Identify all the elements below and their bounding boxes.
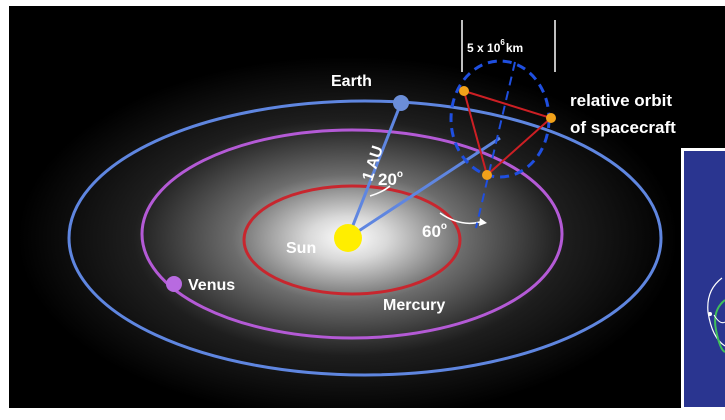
formation-normal-axis	[475, 61, 516, 229]
sun-formation-line	[347, 136, 501, 240]
earth-label: Earth	[331, 73, 372, 90]
venus-orbit	[140, 128, 564, 340]
sun-label: Sun	[286, 240, 316, 257]
sun	[334, 224, 362, 252]
scale-label: 5 x 106km	[467, 38, 523, 55]
tilt-arc-arrowhead	[479, 218, 487, 226]
sun-glow	[9, 6, 725, 408]
earth-orbit	[67, 99, 663, 377]
top-margin	[0, 0, 725, 6]
trailing-angle-arc	[369, 185, 391, 197]
spacecraft-3	[482, 170, 492, 180]
mercury-orbit	[242, 184, 462, 296]
venus-label: Venus	[188, 277, 235, 294]
spacecraft-2	[546, 113, 556, 123]
bottom-margin	[0, 408, 725, 415]
angle-20-label: 20o	[378, 169, 403, 189]
relative-orbit-label-line1: relative orbit	[570, 91, 672, 110]
earth	[393, 95, 409, 111]
angle-60-label: 60o	[422, 221, 447, 241]
mercury-label: Mercury	[383, 297, 445, 314]
inset-panel	[681, 148, 725, 410]
spacecraft-1	[459, 86, 469, 96]
sun-earth-line	[346, 102, 403, 239]
formation-triangle	[462, 89, 553, 177]
left-margin	[0, 0, 9, 415]
relative-orbit-label-line2: of spacecraft	[570, 118, 676, 137]
venus	[166, 276, 182, 292]
